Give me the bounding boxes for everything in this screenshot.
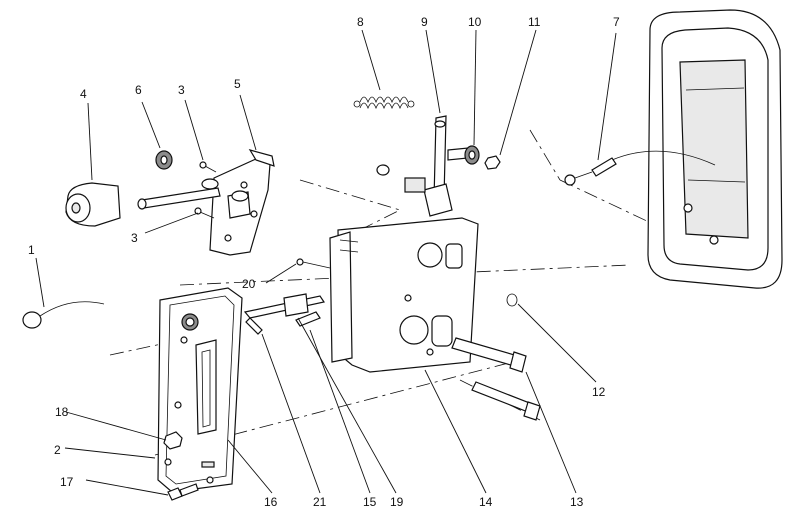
- callout-21: 21: [313, 495, 327, 509]
- knob: [65, 182, 121, 227]
- callout-20: 20: [242, 277, 256, 291]
- screw-3-lower: [194, 207, 215, 219]
- control-panel-plate: [157, 287, 243, 493]
- callout-2: 2: [54, 443, 61, 457]
- long-bolt: [451, 337, 541, 421]
- callout-6: 6: [135, 83, 142, 97]
- callout-labels: 1 2 3 3 4 5 6 7 8 9 10 11 12 13 14 15 16…: [28, 15, 620, 509]
- callout-4: 4: [80, 87, 87, 101]
- leader-lines: [35, 29, 617, 496]
- spacer: [447, 145, 480, 165]
- callout-17: 17: [60, 475, 74, 489]
- screw-20: [296, 258, 331, 269]
- control-bracket: [329, 217, 479, 373]
- throttle-plate: [137, 149, 275, 256]
- screw-3-upper: [199, 161, 217, 173]
- nut-18: [163, 431, 183, 450]
- callout-15: 15: [363, 495, 377, 509]
- callout-5: 5: [234, 77, 241, 91]
- callout-1: 1: [28, 243, 35, 257]
- callout-18: 18: [55, 405, 69, 419]
- callout-14: 14: [479, 495, 493, 509]
- callout-8: 8: [357, 15, 364, 29]
- bolt-17: [167, 483, 199, 501]
- callout-11: 11: [528, 15, 541, 29]
- bushing: [155, 150, 173, 170]
- callout-3-upper: 3: [178, 83, 185, 97]
- spring: [353, 96, 415, 110]
- hex-nut: [484, 155, 501, 170]
- cap-lanyard: [22, 301, 105, 329]
- callout-9: 9: [421, 15, 428, 29]
- throttle-cable: [564, 150, 716, 186]
- callout-19: 19: [390, 495, 404, 509]
- callout-12: 12: [592, 385, 606, 399]
- shroud-housing: [647, 9, 783, 289]
- callout-10: 10: [468, 15, 482, 29]
- switch-bracket: [243, 293, 325, 335]
- callout-7: 7: [613, 15, 620, 29]
- callout-13: 13: [570, 495, 584, 509]
- retaining-clip: [506, 293, 518, 307]
- callout-16: 16: [264, 495, 278, 509]
- callout-3-lower: 3: [131, 231, 138, 245]
- lever-arm: [376, 115, 453, 217]
